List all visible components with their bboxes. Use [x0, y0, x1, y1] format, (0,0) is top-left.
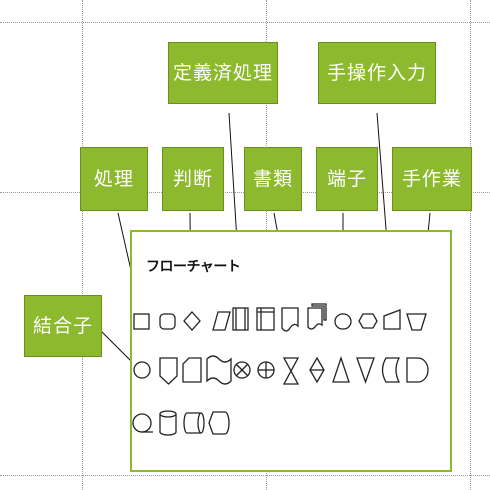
grid-line-vertical: [470, 0, 471, 490]
shape-sequential-access-storage[interactable]: [132, 413, 153, 433]
shape-data[interactable]: [212, 311, 231, 331]
shape-process[interactable]: [133, 313, 150, 330]
shape-stored-data[interactable]: [381, 357, 401, 383]
callout-process: 処理: [80, 147, 148, 211]
shape-delay[interactable]: [406, 357, 429, 383]
shape-extract[interactable]: [332, 355, 350, 383]
shape-decision[interactable]: [183, 311, 201, 331]
callout-predefined-process: 定義済処理: [168, 42, 278, 104]
callout-terminator: 端子: [316, 147, 378, 211]
shape-summing-junction[interactable]: [233, 361, 251, 379]
shape-preparation[interactable]: [358, 313, 378, 329]
grid-line-horizontal: [0, 475, 490, 476]
shape-collate[interactable]: [282, 357, 300, 385]
shape-or[interactable]: [257, 361, 275, 379]
shape-multidocument[interactable]: [307, 303, 327, 330]
shape-direct-access-storage[interactable]: [183, 412, 205, 434]
shape-connector[interactable]: [133, 361, 151, 379]
shape-magnetic-disk[interactable]: [159, 410, 177, 436]
shape-alternate-process[interactable]: [159, 313, 176, 330]
callout-connector: 結合子: [24, 295, 102, 357]
shape-card[interactable]: [182, 357, 202, 383]
grid-line-vertical: [82, 0, 83, 490]
shape-off-page-connector[interactable]: [159, 357, 178, 385]
panel-title: フローチャート: [146, 259, 241, 275]
shape-display[interactable]: [208, 411, 230, 435]
shape-document[interactable]: [281, 307, 299, 332]
grid-line-horizontal: [0, 22, 490, 23]
callout-document: 書類: [244, 147, 302, 211]
shape-punched-tape[interactable]: [206, 355, 232, 385]
shape-manual-input[interactable]: [383, 309, 401, 330]
shape-terminator[interactable]: [334, 313, 352, 330]
callout-manual-input: 手操作入力: [318, 42, 436, 104]
shape-merge[interactable]: [356, 357, 375, 384]
shape-manual-operation[interactable]: [406, 313, 427, 331]
shape-sort[interactable]: [309, 356, 325, 384]
shape-internal-storage[interactable]: [256, 307, 275, 331]
callout-decision: 判断: [162, 147, 224, 211]
callout-manual-operation: 手作業: [392, 147, 472, 211]
flowchart-shape-panel: [130, 230, 452, 472]
shape-predefined-process[interactable]: [232, 307, 249, 331]
